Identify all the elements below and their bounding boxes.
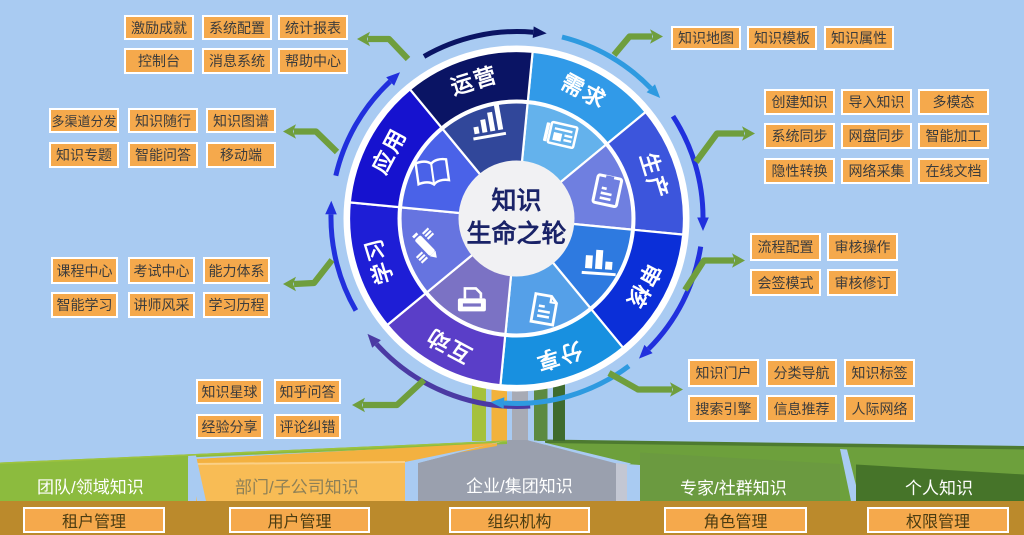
svg-text:生命之轮: 生命之轮 [466, 219, 566, 248]
svg-text:知识: 知识 [491, 187, 541, 215]
